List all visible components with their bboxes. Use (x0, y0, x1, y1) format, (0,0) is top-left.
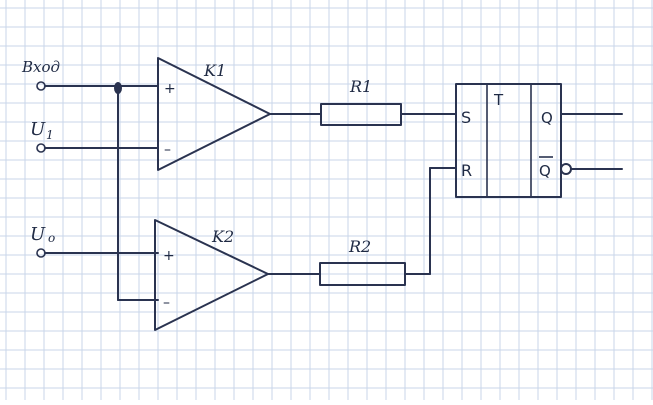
comparator-k2: K2 + – (154, 219, 269, 331)
input-vhod-terminal: Вход (21, 58, 159, 91)
resistor-r2-branch: R2 (267, 167, 457, 286)
trigger-qbar-output (560, 163, 623, 175)
comparator-k1-plus: + (164, 81, 176, 97)
comparator-k2-label: K2 (211, 227, 234, 246)
input-u1-subscript: 1 (46, 128, 54, 142)
input-junction-wire (114, 82, 159, 301)
comparator-k1-label: K1 (203, 61, 226, 80)
input-u0-subscript: o (48, 231, 55, 245)
trigger-q-label: Q (541, 109, 553, 127)
rs-trigger: S R T Q Q (455, 83, 562, 198)
input-u0-terminal: U o (30, 224, 159, 258)
comparator-k2-plus: + (163, 248, 175, 264)
input-u0-label: U (30, 224, 46, 245)
resistor-r1-label: R1 (349, 77, 372, 96)
resistor-r1-branch: R1 (269, 77, 457, 126)
comparator-k1-minus: – (164, 142, 171, 158)
inversion-bubble (560, 163, 572, 175)
input-vhod-label: Вход (21, 58, 60, 76)
trigger-type-label: T (493, 91, 504, 109)
trigger-r-label: R (461, 161, 472, 180)
trigger-qbar-label: Q (539, 162, 551, 180)
trigger-s-label: S (461, 108, 471, 127)
input-u1-terminal: U 1 (30, 119, 159, 153)
resistor-r2-label: R2 (348, 237, 371, 256)
comparator-k2-minus: – (163, 295, 170, 311)
comparator-k1: K1 + – (157, 57, 271, 171)
input-u1-label: U (30, 119, 46, 140)
